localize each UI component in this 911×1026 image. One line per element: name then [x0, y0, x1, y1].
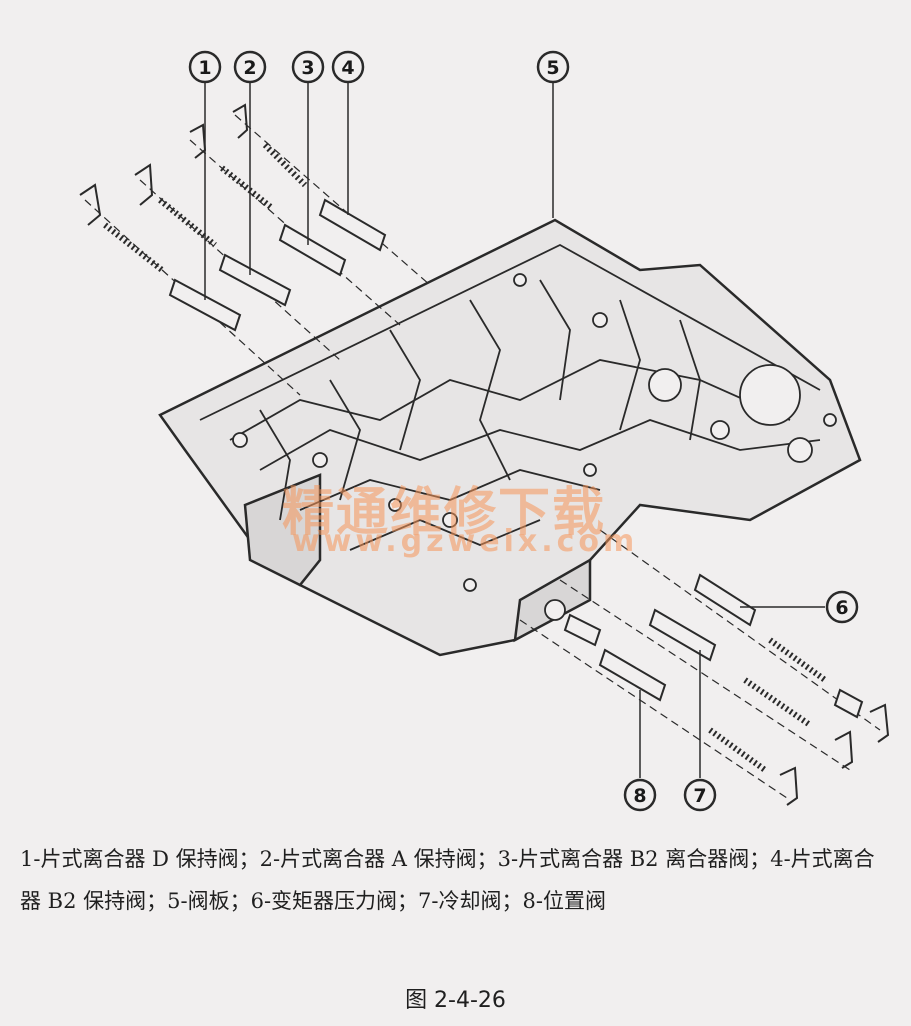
callout-label: 6 [835, 597, 848, 619]
callout-label: 1 [198, 57, 211, 79]
figure-number: 图 2-4-26 [405, 988, 506, 1013]
callout-7: 7 [683, 778, 717, 812]
callout-label: 4 [341, 57, 354, 79]
callouts: 1 2 3 4 5 6 7 [188, 50, 859, 812]
valve-plate [158, 218, 862, 657]
callout-label: 5 [546, 57, 559, 79]
callout-4: 4 [331, 50, 365, 84]
callout-2: 2 [233, 50, 267, 84]
watermark-title: 精通维修下载 [282, 482, 607, 543]
figure-caption: 1-片式离合器 D 保持阀；2-片式离合器 A 保持阀；3-片式离合器 B2 离… [20, 847, 875, 913]
callout-3: 3 [291, 50, 325, 84]
callout-label: 2 [243, 57, 256, 79]
callout-8: 8 [623, 778, 657, 812]
callout-label: 7 [693, 785, 706, 807]
callout-6: 6 [825, 590, 859, 624]
callout-1: 1 [188, 50, 222, 84]
callout-5: 5 [536, 50, 570, 84]
valve-body-illustration: 1 2 3 4 5 6 7 [79, 50, 890, 812]
leader-lines [204, 80, 825, 778]
watermark-url: www.gzweix.com [292, 524, 639, 559]
callout-label: 8 [633, 785, 646, 807]
upper-valve-assemblies [79, 103, 431, 396]
callout-label: 3 [301, 57, 314, 79]
lower-valve-assemblies [519, 529, 890, 806]
